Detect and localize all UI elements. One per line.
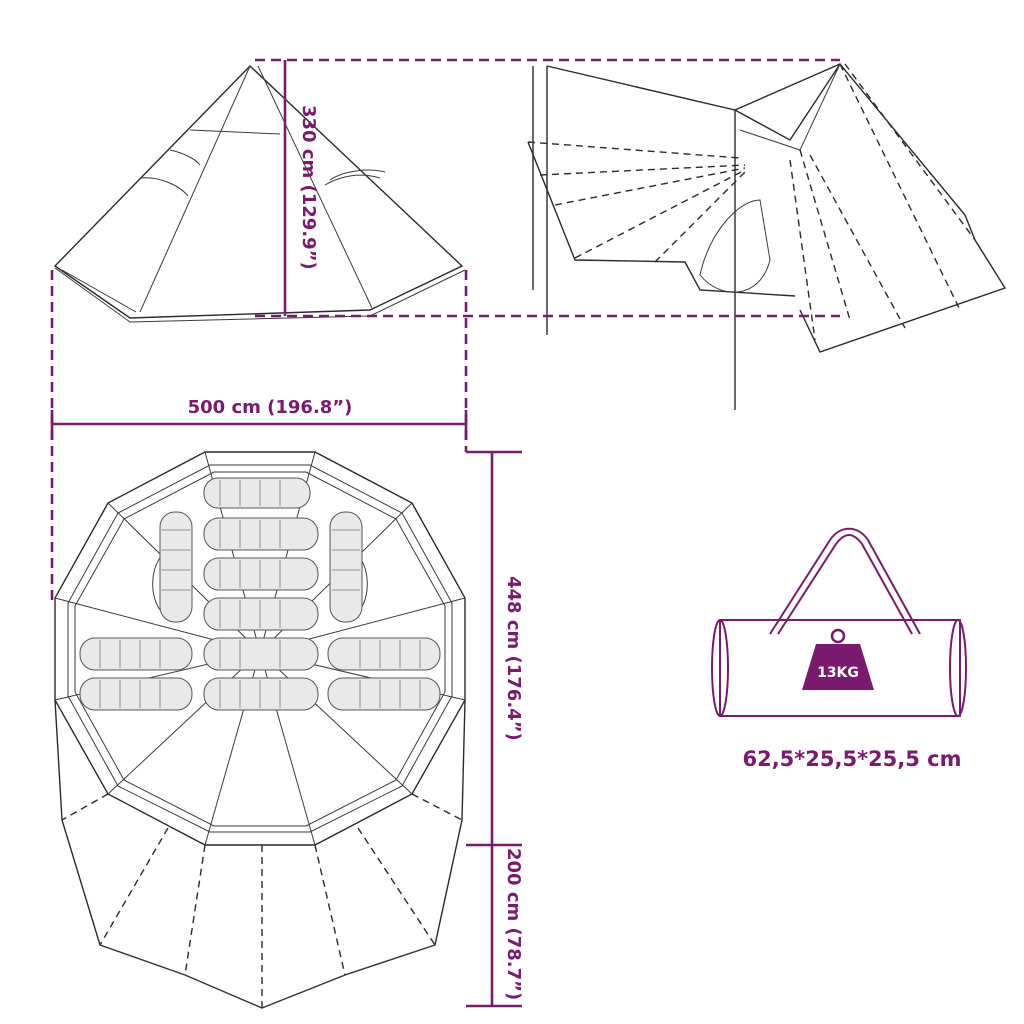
sleeping-bag	[327, 637, 441, 671]
bag-size-label: 62,5*25,5*25,5 cm	[742, 747, 961, 771]
sleeping-bag	[203, 637, 319, 671]
dimension-lines	[50, 58, 840, 1008]
front-view-tent	[53, 65, 466, 323]
carry-bag	[711, 527, 967, 717]
inner-depth-dimension-label: 448 cm (176.4”)	[503, 576, 524, 741]
weight-label: 13KG	[817, 665, 859, 681]
height-dimension-label: 330 cm (129.9”)	[298, 105, 319, 270]
sleeping-bag	[159, 511, 193, 623]
sleeping-bag	[329, 511, 363, 623]
sleeping-bag	[327, 677, 441, 711]
sleeping-bag	[203, 557, 319, 591]
sleeping-bag	[203, 677, 319, 711]
vestibule	[54, 699, 466, 1009]
sleeping-bag	[203, 477, 311, 509]
floor-plan-tent	[54, 451, 466, 1009]
sleeping-bag	[203, 517, 319, 551]
side-view-tent	[527, 62, 1007, 410]
weight-icon	[802, 628, 874, 690]
width-dimension-label: 500 cm (196.8”)	[188, 397, 353, 418]
sleeping-bag	[79, 677, 193, 711]
sleeping-bags	[79, 477, 441, 711]
vestibule-depth-dimension-label: 200 cm (78.7”)	[503, 848, 524, 1000]
sleeping-bag	[203, 597, 319, 631]
sleeping-bag	[79, 637, 193, 671]
